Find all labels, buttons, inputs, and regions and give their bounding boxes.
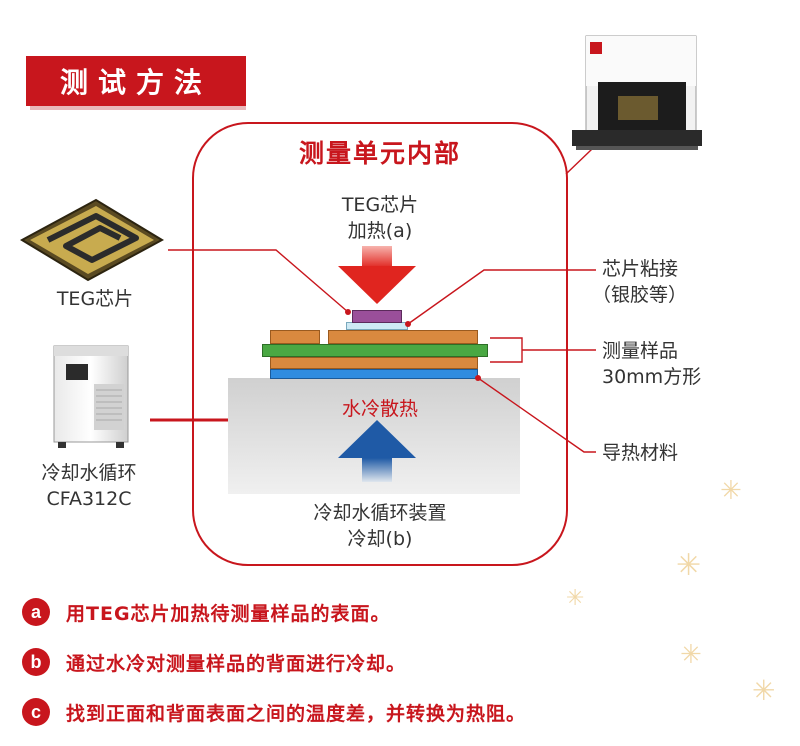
bullet-text-b: 通过水冷对测量样品的背面进行冷却。 [66,652,407,675]
heating-label-line2: 加热(a) [347,220,413,242]
bullet-row-c: c 找到正面和背面表面之间的温度差，并转换为热阻。 [22,698,526,726]
callout-dot-thermal [475,375,481,381]
callout-dot-chip [345,309,351,315]
sample-label-line2: 30mm方形 [602,366,702,388]
bullet-letter-b: b [22,648,50,676]
sample-label-line1: 测量样品 [602,340,679,362]
heating-label-line1: TEG芯片 [341,194,419,216]
sparkle-decoration-2: ✳ [676,548,702,583]
cooling-top-label: 水冷散热 [341,398,418,420]
cooling-bottom-label-line2: 冷却(b) [347,528,413,550]
heat-arrow-icon [338,246,416,304]
bullet-letter-c: c [22,698,50,726]
bond-label-line1: 芯片粘接 [602,258,679,280]
bullet-letter-a: a [22,598,50,626]
bullet-text-c: 找到正面和背面表面之间的温度差，并转换为热阻。 [66,702,527,725]
sparkle-decoration-3: ✳ [566,586,585,611]
banner-shadow [30,106,246,110]
cooling-plate-layer [270,369,478,379]
thermal-material-top-left [270,330,320,344]
chiller-label-line1: 冷却水循环 [41,462,137,484]
thermal-material-label: 导热材料 [602,442,679,464]
callout-line-bond [407,269,596,325]
chiller-label-line2: CFA312C [46,488,132,510]
measurement-machine-image [572,35,702,150]
thermal-material-bottom [270,357,478,369]
sparkle-decoration-1: ✳ [720,476,742,506]
sparkle-decoration-5: ✳ [752,674,776,707]
callout-line-teg-chip [168,249,349,313]
bullet-text-a: 用TEG芯片加热待测量样品的表面。 [66,602,391,625]
cooling-bottom-label-line1: 冷却水循环装置 [313,502,447,524]
teg-chip-label: TEG芯片 [56,288,134,310]
bond-label-line2: （银胶等） [592,284,688,306]
sample-bracket [490,337,523,363]
callout-dot-bond [405,321,411,327]
measurement-unit-title: 测量单元内部 [298,139,461,168]
cooling-arrow-icon [338,420,416,482]
teg-chip-block [352,310,402,323]
thermal-material-top-right [328,330,478,344]
bullet-row-a: a 用TEG芯片加热待测量样品的表面。 [22,598,391,626]
chiller-image [53,345,129,448]
bullet-row-b: b 通过水冷对测量样品的背面进行冷却。 [22,648,406,676]
teg-chip-image [19,198,165,282]
callout-line-thermal [477,377,596,453]
sample-layer [262,344,488,357]
section-title-banner: 测试方法 [26,56,246,106]
sparkle-decoration-4: ✳ [680,640,702,670]
